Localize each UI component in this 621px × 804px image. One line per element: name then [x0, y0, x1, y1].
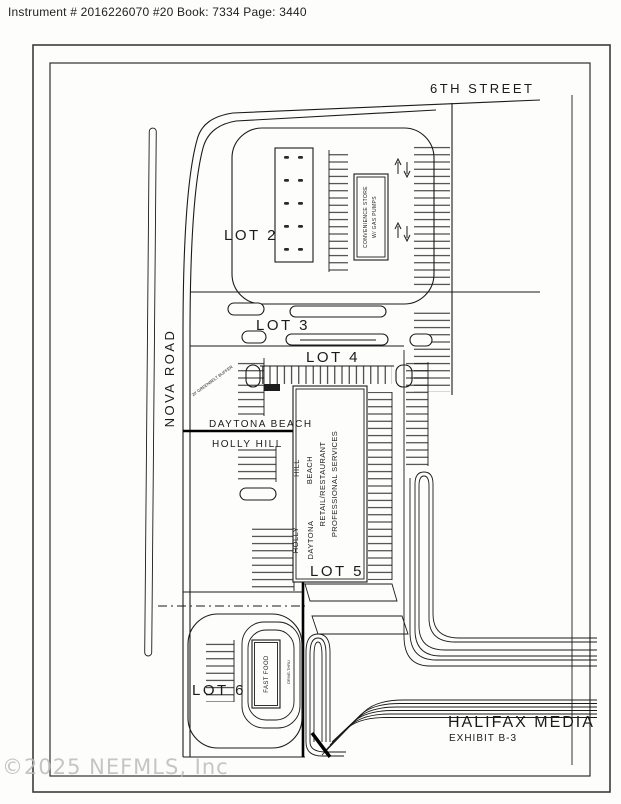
title-company: HALIFAX MEDIA [448, 714, 595, 731]
retail-building-label-2: PROFESSIONAL SERVICES [330, 431, 339, 537]
lot5-label: LOT 5 [310, 563, 364, 580]
parking-row [206, 640, 234, 702]
parking-row [329, 150, 348, 272]
dumpster-pad [264, 384, 280, 391]
lot4-label: LOT 4 [306, 349, 360, 366]
hatched-area [304, 583, 398, 602]
boundary-end-tick [310, 731, 332, 759]
road-median [144, 127, 157, 657]
parking-row [414, 146, 450, 290]
lot6-area: FAST FOOD DRIVE-THRU [187, 613, 303, 749]
drive-thru-label: DRIVE-THRU [287, 660, 291, 684]
traffic-arrow-icons [394, 157, 411, 243]
gas-pump-islands [284, 156, 303, 251]
midwest-parking [238, 358, 295, 591]
labels: 6TH STREET NOVA ROAD LOT 2 LOT 3 LOT 4 L… [162, 81, 595, 744]
lot2-label: LOT 2 [224, 227, 278, 244]
bottom-right-roads [305, 350, 597, 759]
convenience-store-label-1: CONVENIENCE STORE [363, 186, 369, 248]
lot6-label: LOT 6 [192, 682, 246, 699]
fast-food-label: FAST FOOD [264, 655, 270, 693]
parking-row [368, 392, 392, 580]
convenience-store-label-2: W/ GAS PUMPS [372, 196, 378, 238]
lot3-area [227, 302, 433, 347]
drive-aisles [158, 103, 540, 758]
lot2-area: CONVENIENCE STORE W/ GAS PUMPS [231, 127, 450, 392]
boundary-label-hill-v: HILL [292, 459, 301, 477]
greenbelt-note: 20' GREENBELT BUFFER [191, 364, 234, 397]
title-exhibit: EXHIBIT B-3 [449, 733, 517, 744]
boundary-label-daytona-beach: DAYTONA BEACH [209, 419, 313, 430]
lot3-label: LOT 3 [256, 317, 310, 334]
boundary-label-holly-hill: HOLLY HILL [212, 439, 283, 450]
lot5-area: RETAIL/RESTAURANT PROFESSIONAL SERVICES [292, 362, 429, 635]
parking-row [262, 366, 392, 384]
mls-watermark: ©2025 NEFMLS, Inc [2, 755, 229, 779]
retail-building-label-1: RETAIL/RESTAURANT [318, 442, 327, 527]
boundary-label-daytona-v: DAYTONA [306, 520, 315, 559]
parking-row [406, 362, 428, 466]
gas-canopy [274, 147, 314, 263]
boundary-label-holly-v: HOLLY [291, 527, 300, 554]
lot4-area [245, 364, 413, 388]
nova-road [144, 99, 541, 757]
street-label-nova: NOVA ROAD [162, 329, 177, 428]
boundary-label-beach-v: BEACH [305, 456, 314, 484]
hatched-area [311, 615, 409, 635]
street-label-6th: 6TH STREET [430, 81, 534, 96]
recording-header: Instrument # 2016226070 #20 Book: 7334 P… [8, 5, 307, 19]
page-borders [32, 44, 611, 793]
